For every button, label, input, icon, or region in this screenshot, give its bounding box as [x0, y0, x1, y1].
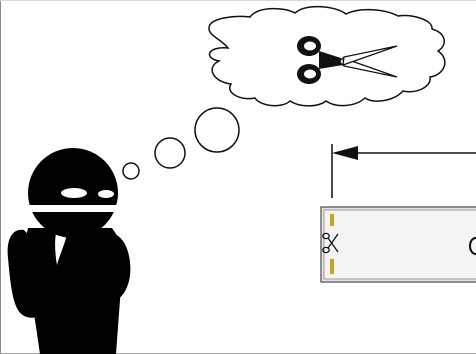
strip-edge-mark: [468, 237, 476, 255]
tape-strip: [320, 206, 476, 283]
strip-marker-top: [330, 214, 334, 226]
thought-dot-medium: [154, 137, 186, 169]
person-right-arm: [83, 232, 131, 304]
person-chin-gap: [55, 229, 67, 265]
left-border: [0, 0, 1, 354]
arrowhead-left-icon: [332, 146, 358, 160]
thought-dot-large: [194, 107, 240, 153]
person-eye-left: [61, 188, 87, 198]
measurement-arrow: [331, 144, 476, 198]
top-border: [0, 0, 476, 1]
strip-inner: [323, 209, 476, 280]
thought-dot-small: [122, 162, 140, 180]
person-hat-brim: [23, 205, 122, 212]
person-eye-right: [98, 190, 114, 198]
scissors-icon: [322, 232, 339, 254]
strip-marker-bottom: [330, 259, 334, 274]
person-left-arm: [7, 229, 50, 318]
thinking-person: [7, 148, 131, 354]
scissors-icon: [297, 36, 398, 84]
